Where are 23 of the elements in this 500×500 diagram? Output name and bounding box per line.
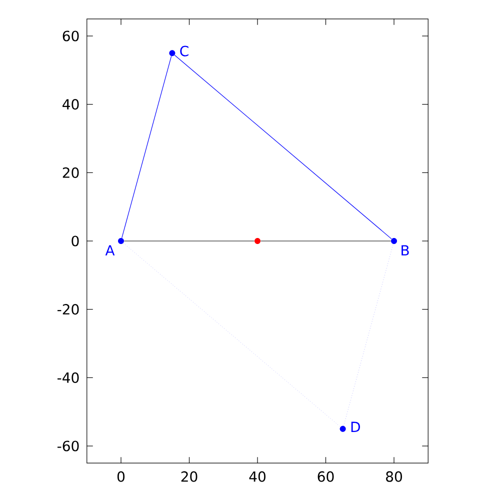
tick-label: 20: [62, 167, 79, 178]
point-label: A: [105, 245, 115, 256]
tick-label: 40: [62, 99, 79, 110]
line-segment: [343, 244, 394, 426]
point-label: D: [351, 422, 360, 432]
tick-label: 40: [249, 471, 266, 482]
point-label: B: [402, 245, 409, 256]
tick-label: 0: [117, 471, 125, 482]
point-marker: [254, 238, 260, 244]
tick-label: 60: [62, 30, 79, 42]
line-segment: [123, 242, 341, 428]
tick-label: 60: [318, 471, 334, 482]
line-segment: [174, 54, 392, 240]
tick-label: 0: [72, 236, 79, 246]
tick-label: -20: [58, 304, 79, 315]
tick-label: -60: [58, 440, 79, 452]
tick-label: -40: [58, 372, 79, 383]
point-label: C: [180, 46, 188, 56]
line-segment: [260, 240, 392, 242]
line-segment: [124, 240, 255, 242]
tick-label: 80: [386, 471, 402, 482]
tick-label: 20: [181, 471, 198, 482]
line-segment: [122, 56, 172, 238]
